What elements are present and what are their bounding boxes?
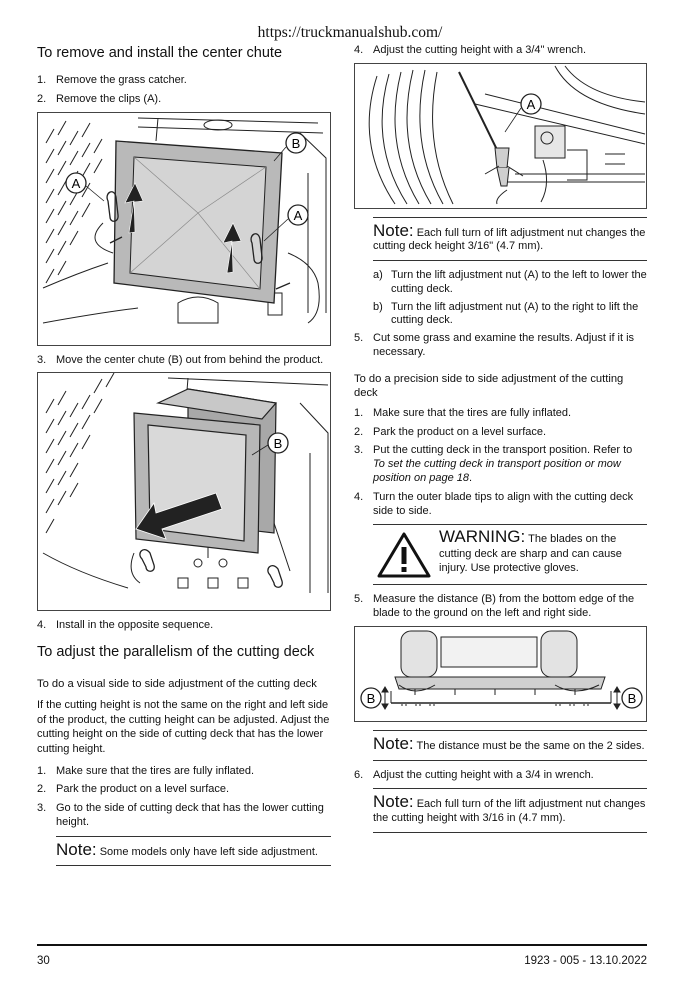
figure-measure-distance: B B <box>354 625 647 722</box>
step-item: 4.Adjust the cutting height with a 3/4" … <box>354 44 587 56</box>
section-title-center-chute: To remove and install the center chute <box>37 45 283 61</box>
step-item: 2.Park the product on a level surface. <box>354 425 547 438</box>
step-item: 3.Go to the side of cutting deck that ha… <box>37 802 324 828</box>
section-title-parallelism: To adjust the parallelism of the cutting… <box>37 644 315 661</box>
figure-remove-clips: A B A <box>37 111 331 346</box>
page-number: 30 <box>37 955 50 967</box>
note-lift-turn: Note: Each full turn of lift adjustment … <box>373 216 647 261</box>
step-item: 4.Turn the outer blade tips to align wit… <box>354 490 634 517</box>
note-left-side-models: Note: Some models only have left side ad… <box>56 835 331 867</box>
chute-clips-illustration: A B A <box>42 117 327 324</box>
warning-box: WARNING: The blades on the cutting deck … <box>373 524 647 586</box>
document-id: 1923 - 005 - 13.10.2022 <box>524 955 647 967</box>
step-item: 3.Put the cutting deck in the transport … <box>354 444 633 484</box>
label-A: A <box>527 97 536 112</box>
label-A-right: A <box>294 208 303 223</box>
step-item: 1.Remove the grass catcher. <box>37 74 187 86</box>
step-item: 1.Make sure that the tires are fully inf… <box>354 406 572 419</box>
step-item: 2.Remove the clips (A). <box>37 92 162 105</box>
note-distance-same: Note: The distance must be the same on t… <box>373 729 647 761</box>
label-B: B <box>274 436 283 451</box>
step-item: 5.Cut some grass and examine the results… <box>354 332 635 358</box>
step-item: 1.Make sure that the tires are fully inf… <box>37 764 255 777</box>
source-url: https://truckmanualshub.com/ <box>257 24 443 41</box>
step-item: 4.Install in the opposite sequence. <box>37 619 214 632</box>
label-B-left: B <box>367 691 376 706</box>
figure-move-chute: B <box>37 372 331 612</box>
footer-rule <box>37 944 647 946</box>
grille-slots <box>45 120 103 283</box>
subsection-title-visual: To do a visual side to side adjustment o… <box>37 678 317 691</box>
label-B-right: B <box>628 691 637 706</box>
right-column: 4.Adjust the cutting height with a 3/4" … <box>354 44 647 841</box>
step-item: 2.Park the product on a level surface. <box>37 783 230 796</box>
subsection-title-precision: To do a precision side to side adjustmen… <box>354 372 624 399</box>
step-item: 3.Move the center chute (B) out from beh… <box>37 353 324 366</box>
left-column: To remove and install the center chute 1… <box>37 44 331 874</box>
warning-text: WARNING: The blades on the cutting deck … <box>439 527 622 575</box>
label-B: B <box>292 136 301 151</box>
intro-paragraph: If the cutting height is not the same on… <box>37 699 330 755</box>
label-A-left: A <box>72 176 81 191</box>
lift-adjustment-illustration: A <box>368 65 646 205</box>
step-item: 6.Adjust the cutting height with a 3/4 i… <box>354 768 594 781</box>
substep-item: b)Turn the lift adjustment nut (A) to th… <box>373 300 639 327</box>
cross-reference-link[interactable]: To set the cutting deck in transport pos… <box>373 458 621 484</box>
blade-distance-illustration: B B <box>360 630 643 710</box>
note-lift-turn-inch: Note: Each full turn of the lift adjustm… <box>373 788 647 833</box>
step-item: 5.Measure the distance (B) from the bott… <box>354 593 635 620</box>
substep-item: a)Turn the lift adjustment nut (A) to th… <box>373 268 647 295</box>
chute-removal-illustration: B <box>42 373 329 594</box>
figure-lift-nut: A <box>354 62 647 209</box>
warning-triangle-icon <box>377 532 431 578</box>
